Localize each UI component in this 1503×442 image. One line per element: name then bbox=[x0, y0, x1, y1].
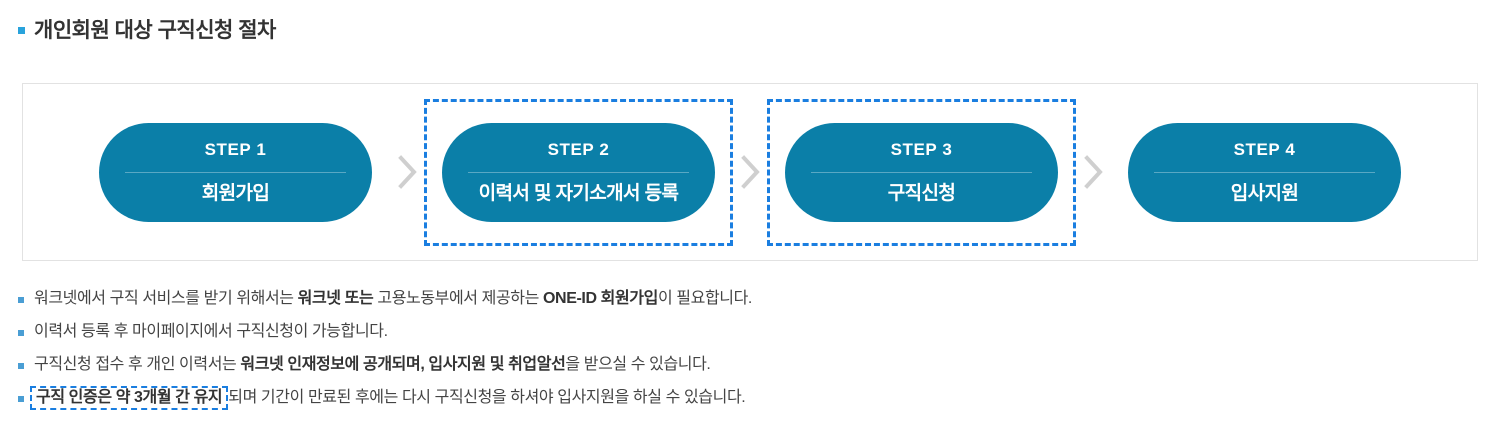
step-4-divider bbox=[1154, 171, 1375, 173]
step-4-label: STEP 4 bbox=[1233, 140, 1296, 159]
step-4-container: STEP 4 입사지원 bbox=[1110, 99, 1419, 246]
square-bullet-icon bbox=[18, 297, 24, 303]
step-4-name: 입사지원 bbox=[1230, 183, 1299, 204]
chevron-right-icon bbox=[733, 155, 767, 189]
step-2-label: STEP 2 bbox=[547, 140, 610, 159]
note-text: 이력서 등록 후 마이페이지에서 구직신청이 가능합니다. bbox=[34, 321, 388, 343]
step-2-container: STEP 2 이력서 및 자기소개서 등록 bbox=[424, 98, 733, 246]
plain-text: 워크넷에서 구직 서비스를 받기 위해서는 bbox=[34, 290, 298, 307]
process-step-list: STEP 1 회원가입 STEP 2 이력서 및 자기소개서 등록 STEP 3 구직신청… bbox=[23, 84, 1477, 260]
page-title-text: 개인회원 대상 구직신청 절차 bbox=[34, 19, 276, 42]
plain-text: 고용노동부에서 제공하는 bbox=[373, 290, 543, 307]
step-2-divider bbox=[468, 171, 689, 173]
step-1-label: STEP 1 bbox=[204, 140, 267, 159]
page-title: 개인회원 대상 구직신청 절차 bbox=[18, 20, 276, 41]
chevron-right-icon bbox=[390, 155, 424, 189]
note-item: 구직신청 접수 후 개인 이력서는 워크넷 인재정보에 공개되며, 입사지원 및… bbox=[18, 354, 1478, 387]
highlighted-phrase: 구직 인증은 약 3개월 간 유지 bbox=[30, 386, 229, 410]
square-bullet-icon bbox=[18, 330, 24, 336]
step-3-pill[interactable]: STEP 3 구직신청 bbox=[785, 122, 1058, 222]
step-2-name: 이력서 및 자기소개서 등록 bbox=[478, 183, 679, 204]
step-1-name: 회원가입 bbox=[201, 183, 270, 204]
step-3-divider bbox=[811, 171, 1032, 173]
plain-text: 을 받으실 수 있습니다. bbox=[565, 356, 711, 373]
step-2-pill[interactable]: STEP 2 이력서 및 자기소개서 등록 bbox=[442, 122, 715, 222]
chevron-right-icon bbox=[1076, 155, 1110, 189]
note-text: 워크넷에서 구직 서비스를 받기 위해서는 워크넷 또는 고용노동부에서 제공하… bbox=[34, 288, 752, 310]
plain-text: 되며 기간이 만료된 후에는 다시 구직신청을 하셔야 입사지원을 하실 수 있… bbox=[228, 389, 746, 406]
plain-text: 이력서 등록 후 마이페이지에서 구직신청이 가능합니다. bbox=[34, 323, 388, 340]
plain-text: 구직신청 접수 후 개인 이력서는 bbox=[34, 356, 241, 373]
emphasis-text: 워크넷 인재정보에 공개되며, 입사지원 및 취업알선 bbox=[240, 356, 566, 373]
note-text: 구직신청 접수 후 개인 이력서는 워크넷 인재정보에 공개되며, 입사지원 및… bbox=[34, 354, 711, 376]
step-4-pill[interactable]: STEP 4 입사지원 bbox=[1128, 122, 1401, 222]
notes-list: 워크넷에서 구직 서비스를 받기 위해서는 워크넷 또는 고용노동부에서 제공하… bbox=[18, 288, 1478, 420]
square-bullet-icon bbox=[18, 27, 25, 34]
emphasis-text: ONE-ID 회원가입 bbox=[543, 290, 658, 307]
square-bullet-icon bbox=[18, 396, 24, 402]
step-1-pill[interactable]: STEP 1 회원가입 bbox=[99, 122, 372, 222]
process-flow-panel: STEP 1 회원가입 STEP 2 이력서 및 자기소개서 등록 STEP 3 구직신청… bbox=[22, 83, 1478, 261]
step-3-name: 구직신청 bbox=[887, 183, 956, 204]
step-3-container: STEP 3 구직신청 bbox=[767, 98, 1076, 246]
step-1-divider bbox=[125, 171, 346, 173]
plain-text: 이 필요합니다. bbox=[657, 290, 752, 307]
note-item: 이력서 등록 후 마이페이지에서 구직신청이 가능합니다. bbox=[18, 321, 1478, 354]
square-bullet-icon bbox=[18, 363, 24, 369]
emphasis-text: 워크넷 또는 bbox=[297, 290, 374, 307]
note-item: 워크넷에서 구직 서비스를 받기 위해서는 워크넷 또는 고용노동부에서 제공하… bbox=[18, 288, 1478, 321]
step-1-container: STEP 1 회원가입 bbox=[81, 99, 390, 246]
step-3-label: STEP 3 bbox=[890, 140, 953, 159]
